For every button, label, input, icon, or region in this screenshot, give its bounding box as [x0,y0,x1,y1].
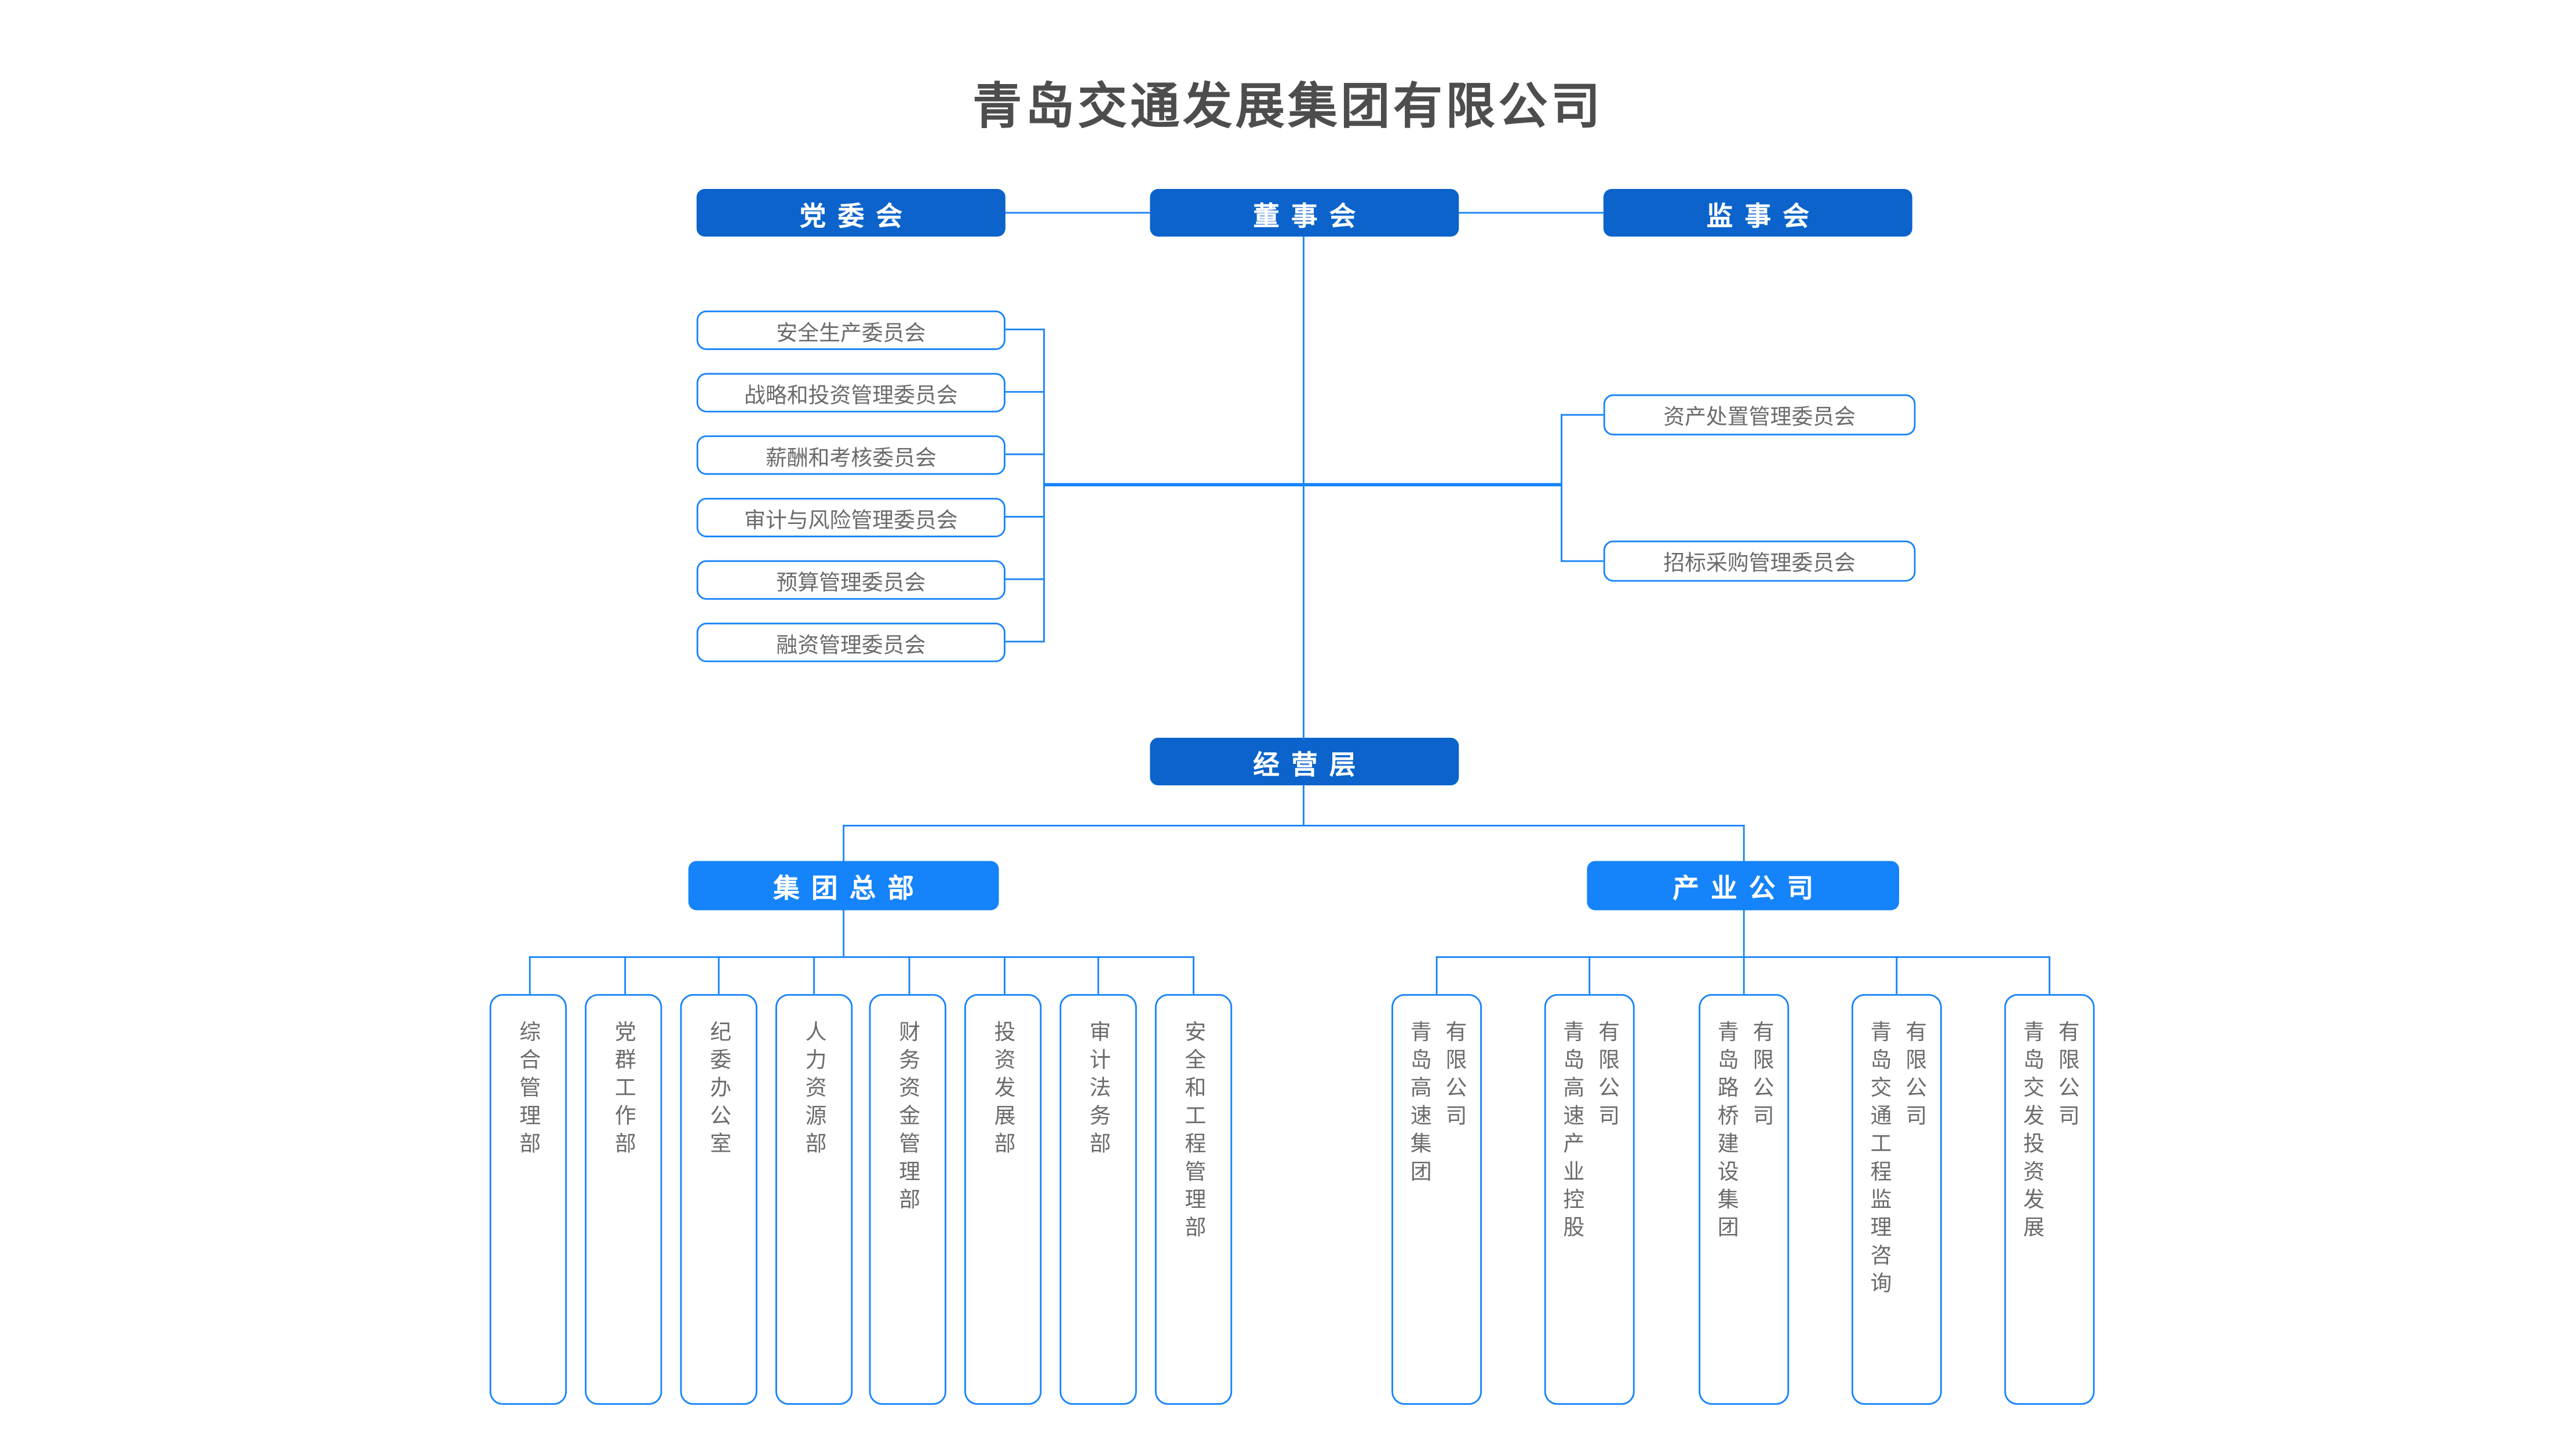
committee-box: 招标采购管理委员会 [1603,540,1916,582]
connector-line [2049,956,2050,995]
department-box: 党群工作部 [585,994,662,1405]
node-board-of-directors: 董事会 [1150,189,1459,237]
node-label: 集团总部 [773,875,926,904]
node-label: 监事会 [1706,203,1821,231]
connector-line [1005,212,1150,214]
committee-label: 战略和投资管理委员会 [744,382,958,407]
node-label: 经营层 [1253,751,1368,780]
connector-line [843,825,845,863]
connector-line [1743,825,1745,863]
department-box: 财务资金管理部 [869,994,946,1405]
connector-line [843,825,1745,827]
connector-line [1435,956,1438,995]
committee-label: 融资管理委员会 [776,631,926,657]
department-box: 人力资源部 [775,994,853,1405]
committee-label: 审计与风险管理委员会 [744,507,958,532]
connector-line [1043,483,1561,487]
committee-label: 招标采购管理委员会 [1663,550,1856,576]
department-box: 安全和工程管理部 [1154,994,1233,1405]
department-label: 党群工作部 [611,1020,636,1160]
connector-line [1743,956,1745,995]
connector-line [1005,516,1044,518]
connector-line [1743,910,1745,956]
department-label: 综合管理部 [516,1020,541,1160]
connector-line [1005,453,1044,456]
company-box: 青岛高速产业控股 有限公司 [1544,994,1635,1405]
committee-box: 融资管理委员会 [696,622,1005,662]
node-management-layer: 经营层 [1150,737,1459,786]
department-box: 投资发展部 [964,994,1042,1405]
company-name: 青岛交发投资发展 [2020,1020,2045,1244]
node-label: 董事会 [1253,203,1368,231]
connector-line [1896,956,1898,995]
connector-line [529,956,1194,958]
committee-box: 安全生产委员会 [696,310,1005,350]
node-label: 党委会 [799,203,914,231]
connector-line [843,910,845,956]
connector-line [1005,328,1044,330]
department-label: 财务资金管理部 [895,1020,921,1216]
connector-line [1459,212,1604,214]
node-industry-companies: 产业公司 [1587,861,1900,911]
connector-line [908,956,910,995]
company-name: 青岛高速产业控股 [1560,1020,1585,1244]
connector-line [1097,956,1099,995]
node-label: 产业公司 [1673,875,1826,904]
node-supervisory-board: 监事会 [1603,189,1912,237]
node-group-hq: 集团总部 [688,861,999,911]
connector-line [1561,414,1562,562]
department-box: 审计法务部 [1059,994,1137,1405]
page-title: 青岛交通发展集团有限公司 [972,80,1604,135]
connector-line [717,956,720,995]
connector-line [1303,236,1305,740]
company-box: 青岛交发投资发展 有限公司 [2004,994,2095,1405]
company-box: 青岛交通工程监理咨询 有限公司 [1851,994,1942,1405]
committee-label: 预算管理委员会 [776,569,926,594]
connector-line [1005,578,1044,580]
company-suffix: 有限公司 [1902,1020,1928,1133]
committee-label: 安全生产委员会 [776,319,926,344]
committee-box: 资产处置管理委员会 [1603,394,1916,436]
connector-line [1303,785,1305,825]
connector-line [1588,956,1591,995]
company-name: 青岛高速集团 [1407,1020,1432,1188]
connector-line [529,956,531,995]
company-suffix: 有限公司 [1595,1020,1620,1133]
department-box: 综合管理部 [489,994,567,1405]
company-suffix: 有限公司 [1442,1020,1467,1133]
department-box: 纪委办公室 [680,994,757,1405]
committee-box: 薪酬和考核委员会 [696,435,1005,475]
department-label: 投资发展部 [991,1020,1016,1160]
committee-box: 预算管理委员会 [696,560,1005,600]
department-label: 人力资源部 [802,1020,827,1160]
company-box: 青岛高速集团 有限公司 [1391,994,1482,1405]
connector-line [813,956,815,995]
node-party-committee: 党委会 [696,189,1005,237]
department-label: 安全和工程管理部 [1181,1020,1207,1244]
connector-line [624,956,626,995]
company-name: 青岛路桥建设集团 [1714,1020,1739,1244]
company-name: 青岛交通工程监理咨询 [1867,1020,1892,1300]
company-suffix: 有限公司 [2055,1020,2080,1133]
connector-line [1004,956,1005,995]
connector-line [1193,956,1194,995]
department-label: 审计法务部 [1086,1020,1111,1160]
committee-label: 资产处置管理委员会 [1663,404,1856,429]
department-label: 纪委办公室 [706,1020,732,1160]
connector-line [1005,391,1044,393]
company-suffix: 有限公司 [1749,1020,1775,1133]
connector-line [1561,560,1604,562]
connector-line [1005,640,1044,643]
committee-box: 战略和投资管理委员会 [696,373,1005,413]
connector-line [1561,414,1604,416]
committee-label: 薪酬和考核委员会 [765,444,937,469]
committee-box: 审计与风险管理委员会 [696,497,1005,537]
company-box: 青岛路桥建设集团 有限公司 [1699,994,1790,1405]
